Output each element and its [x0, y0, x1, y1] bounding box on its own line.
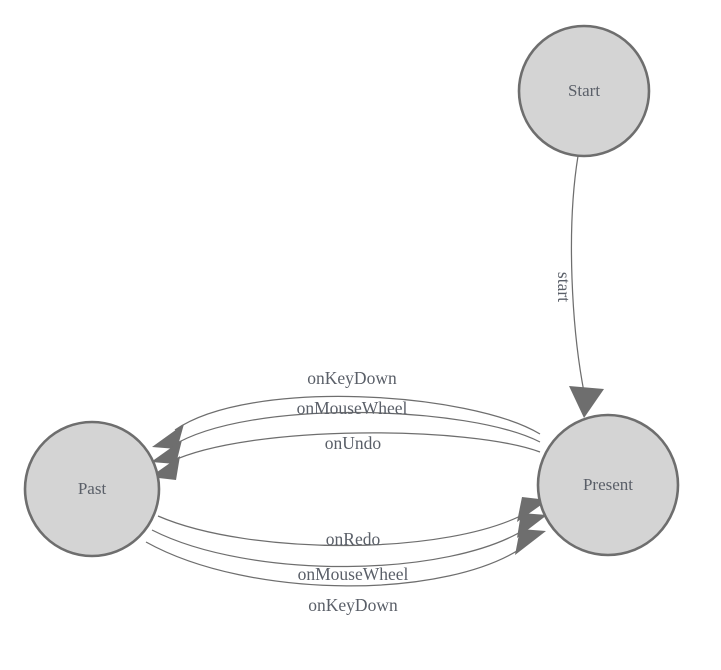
edge-label-present-past-onkeydown: onKeyDown — [307, 368, 397, 388]
node-start-circle — [517, 24, 651, 158]
edge-start-to-present[interactable]: start — [554, 155, 604, 418]
edge-label-present-past-onmousewheel: onMouseWheel — [297, 398, 408, 418]
edge-present-to-past-onmousewheel-arrowhead — [151, 440, 182, 464]
edge-past-to-present-onkeydown-path — [145, 541, 527, 587]
edge-present-to-past-onkeydown-arrowhead — [152, 424, 184, 449]
edge-present-to-past-onundo[interactable]: onUndo — [150, 432, 541, 480]
node-start-label: Start — [568, 81, 600, 100]
node-past[interactable]: Past — [23, 420, 161, 558]
node-present[interactable]: Present — [536, 413, 680, 557]
edge-present-to-past-onmousewheel[interactable]: onMouseWheel — [151, 398, 541, 464]
edge-start-to-present-path — [570, 155, 585, 393]
edge-label-start: start — [554, 272, 574, 302]
edge-label-past-present-onredo: onRedo — [326, 529, 381, 549]
edge-present-to-past-onmousewheel-path — [171, 411, 541, 447]
edge-present-to-past-onkeydown-path — [174, 395, 541, 435]
node-present-label: Present — [583, 475, 633, 494]
edge-start-to-present-arrowhead — [569, 386, 604, 418]
edge-past-to-present-onmousewheel-path — [151, 527, 528, 568]
edge-past-to-present-onmousewheel[interactable]: onMouseWheel — [151, 513, 547, 584]
node-present-circle — [536, 413, 680, 557]
edge-label-past-present-onmousewheel: onMouseWheel — [298, 564, 409, 584]
edge-present-to-past-onundo-path — [169, 432, 541, 463]
node-past-label: Past — [78, 479, 107, 498]
edge-label-present-past-onundo: onUndo — [325, 433, 382, 453]
edge-label-past-present-onkeydown: onKeyDown — [308, 595, 398, 615]
edge-past-to-present-onredo[interactable]: onRedo — [157, 497, 548, 549]
edge-past-to-present-onredo-path — [157, 511, 529, 547]
node-past-circle — [23, 420, 161, 558]
node-start[interactable]: Start — [517, 24, 651, 158]
edge-present-to-past-onkeydown[interactable]: onKeyDown — [152, 368, 541, 449]
edge-past-to-present-onkeydown[interactable]: onKeyDown — [145, 529, 546, 615]
edge-past-to-present-onkeydown-arrowhead — [515, 529, 546, 555]
